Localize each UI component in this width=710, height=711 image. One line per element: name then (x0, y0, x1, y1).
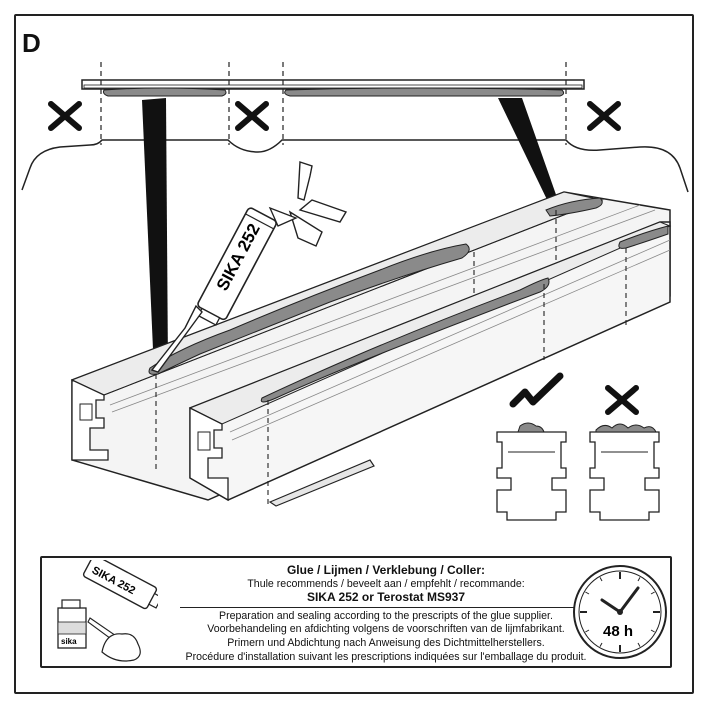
bottle-label: sika (61, 637, 77, 646)
instruction-line: Voorbehandeling en afdichting volgens de… (207, 623, 565, 636)
glue-bead-right (284, 87, 565, 97)
vehicle-roof-outline (21, 139, 689, 193)
glue-bead-left (103, 87, 227, 97)
glue-info-box: SIKA 252 sika Glue / Lijmen / Verklebung… (40, 556, 672, 668)
instruction-line: Primern und Abdichtung nach Anweisung de… (227, 636, 545, 649)
glue-supplies-icon: SIKA 252 sika (57, 560, 158, 662)
divider (180, 606, 592, 608)
rail-front (188, 221, 672, 505)
glue-recommendation: Thule recommends / beveelt aan / empfehl… (247, 577, 525, 590)
correct-profile-detail (496, 372, 567, 521)
glue-title: Glue / Lijmen / Verklebung / Coller: (286, 563, 486, 577)
roof-panel-diagram (48, 62, 621, 145)
step-frame (14, 14, 694, 694)
clock-label: 48 h (603, 623, 633, 640)
check-mark-icon (509, 372, 564, 408)
cross-mark-icon (605, 385, 639, 415)
pointer-wedge-left (142, 98, 168, 372)
incorrect-profile-detail (589, 385, 660, 521)
no-glue-cross-icon (48, 101, 82, 131)
pointer-wedge-right (498, 98, 560, 210)
nozzle-tip-icon (268, 459, 375, 507)
no-glue-cross-icon (235, 101, 269, 131)
glue-product: SIKA 252 or Terostat MS937 (306, 590, 466, 605)
glue-info-text: Glue / Lijmen / Verklebung / Coller: Thu… (160, 563, 612, 664)
step-letter: D (22, 28, 41, 58)
caulking-gun-icon (150, 161, 348, 373)
instruction-line: Preparation and sealing according to the… (219, 609, 553, 622)
clock-icon: 48 h (573, 565, 667, 659)
no-glue-cross-icon (587, 101, 621, 131)
instruction-line: Procédure d'installation suivant les pre… (185, 650, 587, 663)
